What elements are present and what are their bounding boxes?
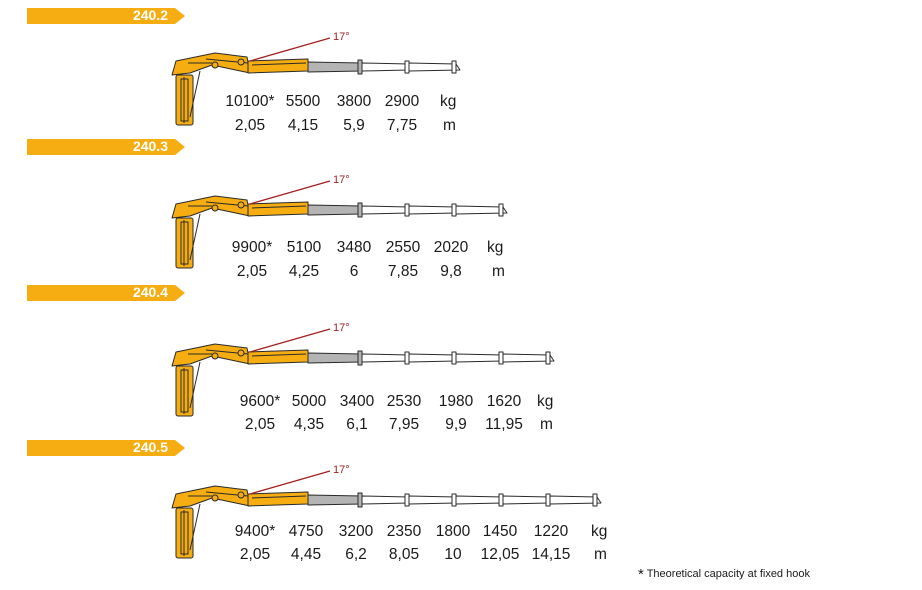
load-value: 2530 — [386, 393, 422, 410]
boom-extension — [455, 205, 508, 215]
outer-boom-base — [247, 349, 309, 365]
load-value: 1620 — [486, 393, 522, 410]
angle-label: 17° — [333, 464, 350, 476]
boom-extension — [307, 204, 363, 216]
load-value: 2350 — [386, 523, 422, 540]
boom-extension — [502, 495, 551, 505]
load-value: 1450 — [482, 523, 518, 540]
boom-extension — [361, 495, 410, 505]
load-value: 5100 — [286, 239, 322, 256]
reach-value: 8,05 — [388, 546, 420, 563]
reach-unit: m — [540, 416, 553, 433]
model-label: 240.3 — [132, 138, 168, 154]
load-value: 9600* — [239, 393, 281, 410]
boom-extension — [502, 353, 555, 363]
load-unit: kg — [591, 523, 608, 540]
reach-value: 4,45 — [290, 546, 322, 563]
model-tab — [27, 8, 185, 24]
crane-drawing: 17° — [171, 322, 555, 417]
load-value: 2550 — [385, 239, 421, 256]
boom-extension — [361, 205, 410, 215]
model-tab — [27, 139, 185, 155]
crane-drawing: 17° — [171, 174, 508, 269]
boom-extension — [455, 495, 504, 505]
reach-value: 5,9 — [343, 117, 365, 134]
reach-value: 4,15 — [287, 117, 319, 134]
load-value: 5500 — [285, 93, 321, 110]
load-unit: kg — [537, 393, 554, 410]
reach-value: 7,75 — [386, 117, 418, 134]
boom-extension — [408, 62, 461, 72]
angle-line — [249, 328, 331, 353]
load-value: 4750 — [288, 523, 324, 540]
reach-value: 2,05 — [239, 546, 271, 563]
load-unit: kg — [487, 239, 504, 256]
reach-value: 4,35 — [293, 416, 325, 433]
model-label: 240.2 — [132, 7, 168, 23]
load-value: 5000 — [291, 393, 327, 410]
reach-value: 14,15 — [531, 546, 571, 563]
load-value: 3200 — [338, 523, 374, 540]
reach-value: 2,05 — [234, 117, 266, 134]
outer-boom-base — [247, 201, 309, 217]
reach-unit: m — [443, 117, 456, 134]
crane-drawing: 17° — [171, 464, 602, 559]
load-value: 1980 — [438, 393, 474, 410]
load-value: 9900* — [231, 239, 273, 256]
model-tab — [27, 440, 185, 456]
load-value: 1220 — [533, 523, 569, 540]
footnote-text: Theoretical capacity at fixed hook — [646, 568, 810, 580]
reach-value: 6 — [349, 263, 359, 280]
boom-extension — [549, 495, 602, 505]
angle-label: 17° — [333, 174, 350, 186]
load-value: 2020 — [433, 239, 469, 256]
boom-extension — [307, 61, 363, 73]
boom-extension — [361, 62, 410, 72]
angle-line — [249, 37, 331, 62]
load-value: 9400* — [234, 523, 276, 540]
footnote: * Theoretical capacity at fixed hook — [638, 564, 810, 583]
angle-label: 17° — [333, 322, 350, 334]
boom-extension — [408, 353, 457, 363]
outer-boom-base — [247, 58, 309, 74]
reach-value: 6,1 — [346, 416, 368, 433]
reach-value: 9,8 — [440, 263, 462, 280]
angle-label: 17° — [333, 31, 350, 43]
footnote-star: * — [638, 566, 644, 583]
boom-extension — [361, 353, 410, 363]
boom-extension — [408, 495, 457, 505]
reach-value: 9,9 — [445, 416, 467, 433]
boom-extension — [307, 352, 363, 364]
reach-value: 11,95 — [485, 416, 523, 433]
model-label: 240.5 — [132, 439, 168, 455]
reach-value: 2,05 — [236, 263, 268, 280]
boom-extension — [408, 205, 457, 215]
reach-unit: m — [594, 546, 607, 563]
outer-boom-base — [247, 491, 309, 507]
reach-value: 4,25 — [288, 263, 320, 280]
load-value: 3480 — [336, 239, 372, 256]
model-label: 240.4 — [132, 284, 168, 300]
reach-value: 12,05 — [480, 546, 520, 563]
crane-drawing: 17° — [171, 31, 461, 126]
load-value: 3800 — [336, 93, 372, 110]
boom-extension — [455, 353, 504, 363]
reach-value: 7,95 — [388, 416, 420, 433]
load-unit: kg — [440, 93, 457, 110]
model-tab — [27, 285, 185, 301]
reach-value: 6,2 — [345, 546, 367, 563]
load-value: 10100* — [225, 93, 275, 110]
load-value: 1800 — [435, 523, 471, 540]
load-value: 3400 — [339, 393, 375, 410]
reach-unit: m — [492, 263, 505, 280]
angle-line — [249, 180, 331, 205]
reach-value: 7,85 — [387, 263, 419, 280]
reach-value: 2,05 — [244, 416, 276, 433]
load-value: 2900 — [384, 93, 420, 110]
boom-extension — [307, 494, 363, 506]
angle-line — [249, 470, 331, 495]
reach-value: 10 — [444, 546, 462, 563]
